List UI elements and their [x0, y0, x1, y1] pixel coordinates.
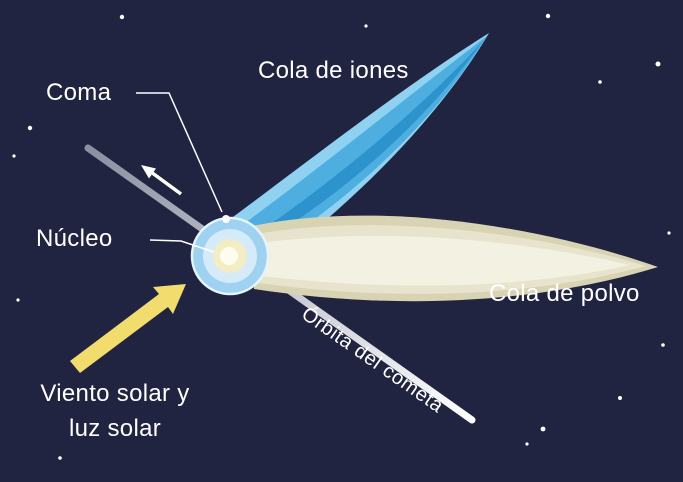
- ion-tail-label: Cola de iones: [258, 57, 409, 84]
- star: [545, 13, 551, 19]
- star: [12, 154, 16, 158]
- dust-tail-core-layer: [260, 235, 630, 286]
- star: [525, 442, 529, 446]
- nucleus-label: Núcleo: [36, 225, 113, 252]
- star: [119, 14, 125, 20]
- coma-highlight-dot: [222, 215, 230, 223]
- dust-tail-shape: [252, 215, 658, 302]
- direction-arrow: [141, 165, 183, 196]
- direction-arrow-shaft: [149, 170, 183, 196]
- nucleus-core-circle: [220, 247, 238, 265]
- star: [364, 24, 368, 28]
- ion-tail-mid-layer: [238, 36, 487, 258]
- solar-wind-arrow: [70, 284, 186, 373]
- coma-label: Coma: [46, 79, 112, 106]
- solar-wind-label-line2: luz solar: [68, 415, 162, 442]
- star: [618, 396, 622, 400]
- star: [667, 231, 671, 235]
- dust-tail-label: Cola de polvo: [489, 280, 640, 307]
- star: [661, 343, 665, 347]
- direction-arrow-head: [141, 165, 156, 179]
- star: [16, 298, 20, 302]
- coma-leader-line: [136, 92, 223, 213]
- comet-nucleus: [190, 215, 270, 296]
- solar-wind-label: Viento solar y luz solar: [20, 376, 210, 446]
- star: [598, 80, 602, 84]
- star: [58, 456, 62, 460]
- nucleus-leader-line: [149, 239, 215, 253]
- star: [655, 61, 661, 67]
- star: [540, 426, 546, 432]
- star: [27, 125, 33, 131]
- stars: [12, 13, 671, 460]
- solar-wind-label-line1: Viento solar y: [40, 380, 190, 407]
